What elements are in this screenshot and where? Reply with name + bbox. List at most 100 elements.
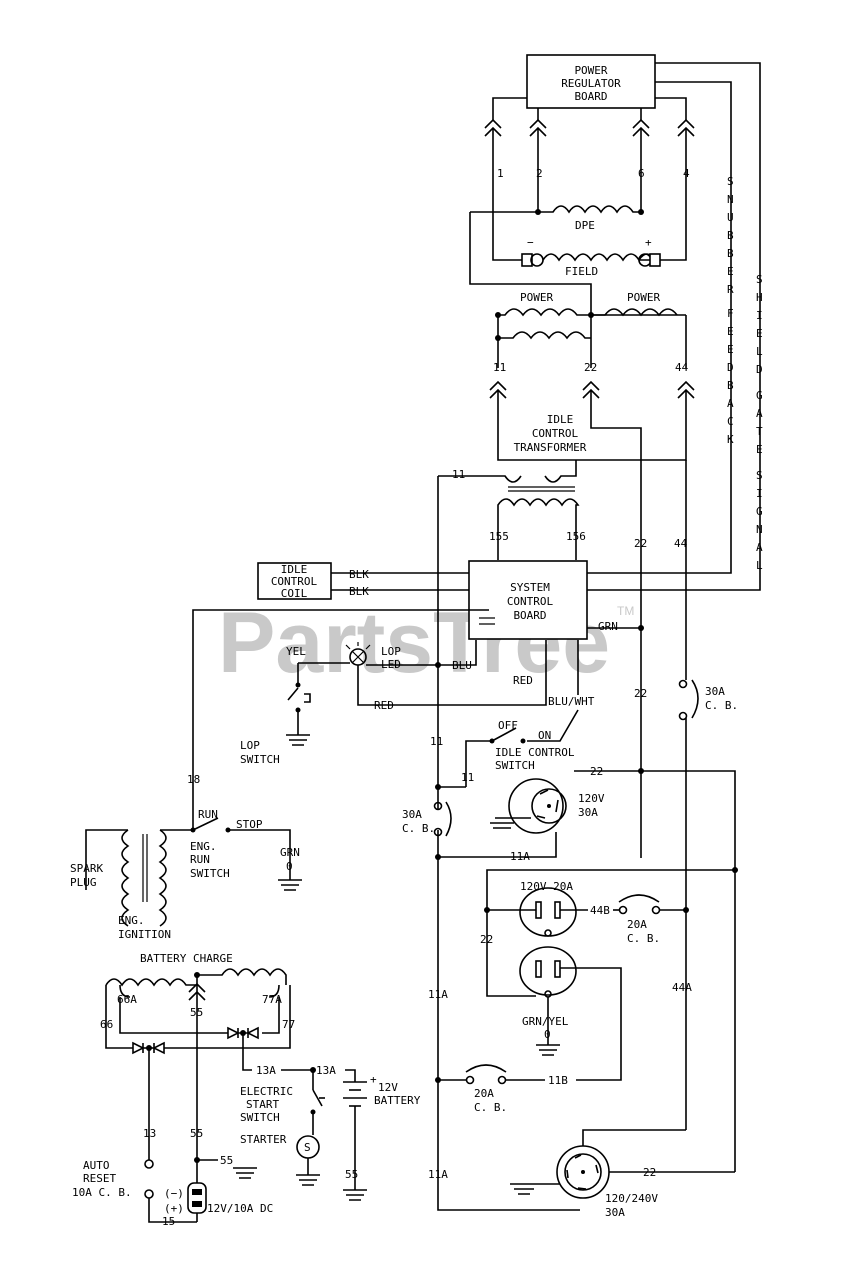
svg-text:E: E	[727, 343, 734, 356]
wire-label-44b: 44B	[590, 904, 610, 917]
wire-label-2: 2	[536, 167, 543, 180]
cb-20a-right: 20A C. B.	[618, 894, 661, 945]
svg-text:30A: 30A	[605, 1206, 625, 1219]
wire-label-grn: GRN	[598, 620, 618, 633]
svg-text:PLUG: PLUG	[70, 876, 97, 889]
svg-text:GRN: GRN	[280, 846, 300, 859]
shield-gate-signal-label: SHI ELD GAT E SIG NAL	[756, 273, 763, 572]
wire-label-blu: BLU	[452, 659, 472, 672]
wire-label-15: 15	[162, 1215, 175, 1228]
svg-text:BOARD: BOARD	[513, 609, 546, 622]
wire-label-22-bottom: 22	[643, 1166, 656, 1179]
outlet-120v-20a[interactable]: 120V 20A	[519, 880, 577, 998]
battery-12v: + 12V BATTERY	[343, 1073, 421, 1201]
wire-label-44-top: 44	[675, 361, 689, 374]
svg-text:G: G	[756, 389, 763, 402]
power-windings: POWER POWER	[495, 291, 687, 368]
wire-label-22-top: 22	[584, 361, 597, 374]
wire-label-55-mid: 55	[190, 1127, 203, 1140]
wire-label-11-idle: 11	[452, 468, 465, 481]
svg-text:S: S	[727, 175, 734, 188]
svg-text:TRANSFORMER: TRANSFORMER	[514, 441, 587, 454]
svg-text:B: B	[727, 379, 734, 392]
wire-label-11a-1: 11A	[510, 850, 530, 863]
grn-yel-zero: 0	[544, 1028, 551, 1041]
grn-yel-label: GRN/YEL	[522, 1015, 569, 1028]
svg-text:S: S	[756, 273, 763, 286]
wire-label-77a: 77A	[262, 993, 282, 1006]
svg-text:CONTROL: CONTROL	[271, 575, 318, 588]
watermark-tm: TM	[617, 604, 634, 618]
svg-text:20A: 20A	[474, 1087, 494, 1100]
cb-20a-bottom: 20A C. B.	[465, 1064, 507, 1114]
svg-text:E: E	[756, 327, 763, 340]
wire-label-11-top: 11	[493, 361, 506, 374]
system-control-board: SYSTEM CONTROL BOARD	[468, 560, 588, 640]
wire-label-13a-2: 13A	[316, 1064, 336, 1077]
svg-text:E: E	[727, 325, 734, 338]
idle-control-coil: IDLE CONTROL COIL	[257, 562, 332, 600]
svg-text:IDLE: IDLE	[281, 563, 308, 576]
svg-text:POWER: POWER	[574, 64, 607, 77]
svg-text:10A C. B.: 10A C. B.	[72, 1186, 132, 1199]
wire-label-156: 156	[566, 530, 586, 543]
svg-text:LOP: LOP	[240, 739, 260, 752]
svg-text:IDLE: IDLE	[547, 413, 574, 426]
dpe-coil: DPE	[470, 205, 644, 232]
svg-text:F: F	[727, 307, 734, 320]
svg-text:30A: 30A	[705, 685, 725, 698]
svg-text:H: H	[756, 291, 763, 304]
svg-text:120/240V: 120/240V	[605, 1192, 658, 1205]
svg-text:I: I	[756, 309, 763, 322]
svg-text:LOP: LOP	[381, 645, 401, 658]
svg-text:C. B.: C. B.	[474, 1101, 507, 1114]
svg-text:START: START	[246, 1098, 279, 1111]
eng-ignition: SPARK PLUG ENG. IGNITION	[70, 829, 193, 941]
svg-text:C: C	[727, 415, 734, 428]
wire-label-66a: 66A	[117, 993, 137, 1006]
wire-label-22-outlet: 22	[590, 765, 603, 778]
svg-text:BOARD: BOARD	[574, 90, 607, 103]
battery-charge-coils: BATTERY CHARGE	[105, 952, 291, 1160]
outlet-120-240v-30a[interactable]: 120/240V 30A	[556, 1145, 658, 1219]
wire-label-red-1: RED	[374, 699, 394, 712]
wire-label-11-switch: 11	[461, 771, 474, 784]
svg-text:SYSTEM: SYSTEM	[510, 581, 550, 594]
svg-text:BATTERY: BATTERY	[374, 1094, 421, 1107]
wire-label-6: 6	[638, 167, 645, 180]
svg-text:DPE: DPE	[575, 219, 595, 232]
svg-text:120V: 120V	[578, 792, 605, 805]
svg-text:T: T	[756, 425, 763, 438]
svg-text:STARTER: STARTER	[240, 1133, 287, 1146]
wire-label-66: 66	[100, 1018, 113, 1031]
svg-text:STOP: STOP	[236, 818, 263, 831]
wire-label-blk-1: BLK	[349, 568, 369, 581]
svg-text:R: R	[727, 283, 734, 296]
snubber-feedback-label: SNU BBE R FEE DBA CK	[727, 175, 734, 446]
svg-text:L: L	[756, 559, 763, 572]
svg-text:C. B.: C. B.	[705, 699, 738, 712]
wire-label-13a-1: 13A	[256, 1064, 276, 1077]
field-coil: − + FIELD	[521, 236, 661, 278]
svg-text:E: E	[727, 265, 734, 278]
svg-text:ON: ON	[538, 729, 551, 742]
wire-label-44-board: 44	[674, 537, 688, 550]
wire-label-red-2: RED	[513, 674, 533, 687]
wire-label-22-board: 22	[634, 537, 647, 550]
svg-text:N: N	[756, 523, 763, 536]
wire-label-11a-3: 11A	[428, 1168, 448, 1181]
connector-chevrons-mid	[489, 380, 695, 399]
svg-text:20A: 20A	[627, 918, 647, 931]
field-plus: +	[645, 236, 652, 249]
svg-text:POWER: POWER	[520, 291, 553, 304]
power-regulator-board: POWER REGULATOR BOARD	[526, 54, 656, 109]
cb-30a-left: 30A C. B.	[402, 801, 452, 837]
wire-label-77: 77	[282, 1018, 295, 1031]
idle-control-switch: OFF ON IDLE CONTROL SWITCH	[465, 719, 575, 787]
wire-label-blu-wht: BLU/WHT	[548, 695, 595, 708]
dc-outlet[interactable]: (−) (+) 12V/10A DC	[164, 1182, 273, 1215]
outlet-120v-30a[interactable]: 120V 30A	[508, 778, 605, 834]
diodes	[132, 1026, 259, 1055]
svg-text:A: A	[727, 397, 734, 410]
